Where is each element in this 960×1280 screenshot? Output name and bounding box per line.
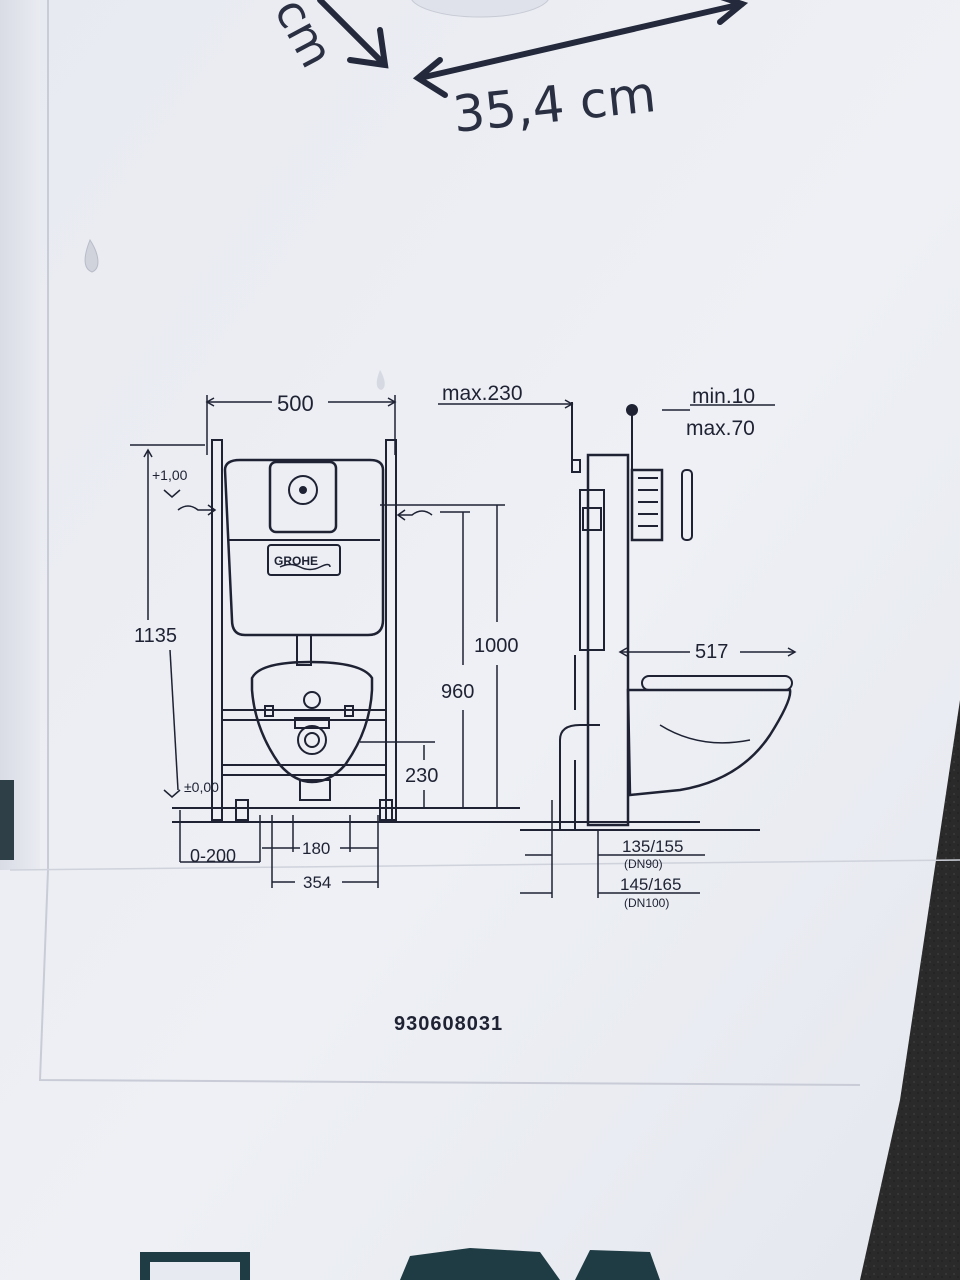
dim-max-70: max.70 bbox=[686, 417, 755, 440]
label-sheet-edge bbox=[38, 0, 861, 1086]
article-number: 930608031 bbox=[394, 1013, 503, 1035]
dim-145-165: 145/165 bbox=[620, 875, 681, 894]
side-view-drawing bbox=[438, 399, 797, 898]
brand-text: GROHE bbox=[274, 554, 318, 568]
drain-pipe bbox=[559, 655, 600, 830]
water-drop-mark bbox=[84, 238, 99, 273]
dim-180: 180 bbox=[302, 839, 330, 858]
dim-517: 517 bbox=[695, 641, 728, 663]
dim-354: 354 bbox=[303, 873, 331, 892]
dim-230: 230 bbox=[405, 765, 438, 787]
dim-960: 960 bbox=[441, 681, 474, 703]
dim-500: 500 bbox=[277, 391, 314, 416]
level-zero: ±0,00 bbox=[184, 779, 219, 795]
arrow-head-right bbox=[717, 0, 749, 25]
front-view-drawing bbox=[177, 395, 433, 821]
box-fold-line bbox=[9, 859, 960, 871]
box-edge-strip bbox=[0, 780, 14, 860]
flush-plate bbox=[268, 460, 338, 534]
width-arrow-line bbox=[417, 1, 745, 81]
brand-logo-fragment bbox=[140, 1248, 660, 1280]
dim-135-155: 135/155 bbox=[622, 837, 683, 856]
level-plus-1: +1,00 bbox=[152, 467, 188, 483]
dim-1000: 1000 bbox=[474, 635, 519, 657]
arrow-head-left bbox=[412, 57, 448, 98]
water-drop-mark-2 bbox=[376, 370, 385, 390]
round-object-top bbox=[411, 0, 549, 18]
diagonal-arrow-line bbox=[317, 0, 385, 65]
note-dn90: (DN90) bbox=[624, 857, 663, 871]
dim-min-10: min.10 bbox=[692, 385, 755, 408]
frame-left-rail bbox=[211, 439, 223, 821]
dim-1135: 1135 bbox=[134, 625, 177, 647]
dim-max-230: max.230 bbox=[442, 382, 523, 405]
top-dimension-graphic bbox=[317, 0, 749, 98]
side-flush-plate bbox=[630, 468, 664, 542]
side-frame bbox=[586, 453, 630, 827]
arrow-head-diagonal bbox=[347, 27, 389, 69]
toilet-bowl-side bbox=[626, 688, 792, 797]
front-dimension-lines bbox=[130, 397, 700, 888]
toilet-seat bbox=[641, 675, 793, 691]
cistern-outline bbox=[223, 458, 385, 637]
brand-badge bbox=[267, 544, 341, 576]
dim-0-200: 0-200 bbox=[190, 846, 236, 866]
box-side-shade bbox=[0, 0, 40, 870]
note-dn100: (DN100) bbox=[624, 896, 669, 910]
